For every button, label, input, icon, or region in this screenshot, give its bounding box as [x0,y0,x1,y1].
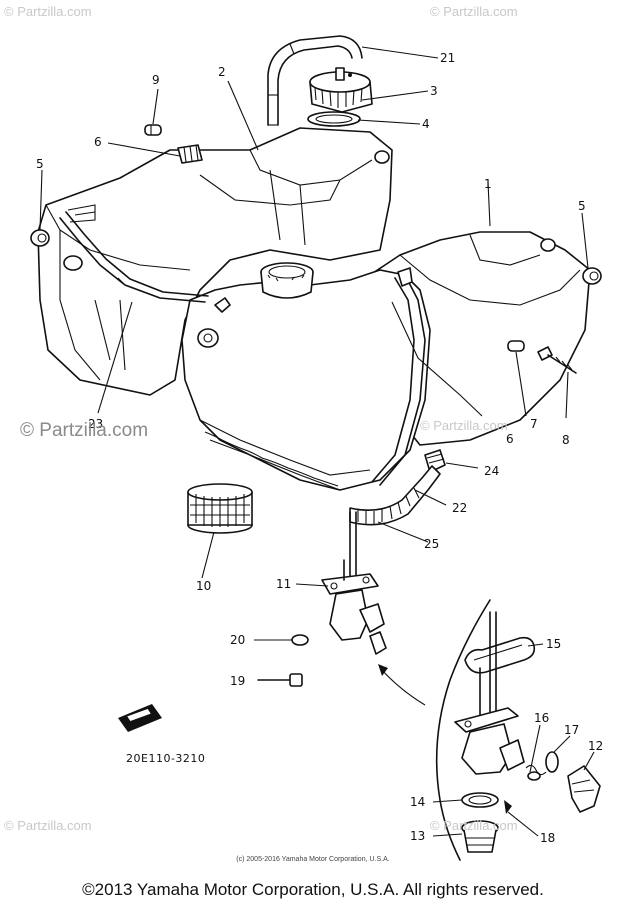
callout-7: 7 [530,417,538,431]
callout-23: 23 [88,417,103,431]
collar-6-left [177,144,203,164]
center-tank [181,262,446,491]
watermark-top-left: © Partzilla.com [4,4,92,19]
grommet-left [30,229,50,247]
diagram-code: 20E110-3210 [126,752,205,765]
collar-9 [144,124,162,136]
washer-20 [291,634,309,646]
strainer [187,483,253,534]
callout-6-left: 6 [94,135,102,149]
callout-2: 2 [218,65,226,79]
callout-9: 9 [152,73,160,87]
callout-25: 25 [424,537,439,551]
callout-4: 4 [422,117,430,131]
callout-20: 20 [230,633,245,647]
collar-7 [507,340,525,352]
screw-19 [257,673,303,687]
bolt-8 [537,346,577,374]
callout-5-right: 5 [578,199,586,213]
grommet-right [582,267,602,285]
callout-13: 13 [410,829,425,843]
copyright: ©2013 Yamaha Motor Corporation, U.S.A. A… [82,880,544,899]
callout-10: 10 [196,579,211,593]
fwd-badge [118,704,162,732]
left-tank-part [37,127,393,396]
callout-11: 11 [276,577,291,591]
callout-15: 15 [546,637,561,651]
callout-6-right: 6 [506,432,514,446]
breather-hose [267,35,363,126]
callout-numbers: 21 3 4 2 9 6 5 1 5 7 8 6 24 22 25 23 10 … [36,51,603,845]
cap-gasket [307,111,361,127]
watermark-top-right: © Partzilla.com [430,4,518,19]
fuel-cap [309,67,373,113]
callout-16: 16 [534,711,549,725]
callout-17: 17 [564,723,579,737]
callout-5-left: 5 [36,157,44,171]
callout-3: 3 [430,84,438,98]
inset-detail [378,599,601,861]
callout-24: 24 [484,464,499,478]
callout-22: 22 [452,501,467,515]
watermark-bottom-right: © Partzilla.com [430,818,518,833]
callout-18: 18 [540,831,555,845]
callout-14: 14 [410,795,425,809]
fuel-hose [349,465,441,526]
callout-21: 21 [440,51,455,65]
connector-hose [59,204,209,303]
watermark-middle-left: © Partzilla.com [20,420,149,441]
leader-lines [39,46,595,837]
fuel-cock [321,511,387,655]
copyright-small: (c) 2005-2016 Yamaha Motor Corporation, … [236,856,390,863]
callout-19: 19 [230,674,245,688]
callout-1: 1 [484,177,492,191]
callout-12: 12 [588,739,603,753]
watermark-bottom-left: © Partzilla.com [4,818,92,833]
watermark-middle-right: © Partzilla.com [420,418,508,433]
callout-8: 8 [562,433,570,447]
